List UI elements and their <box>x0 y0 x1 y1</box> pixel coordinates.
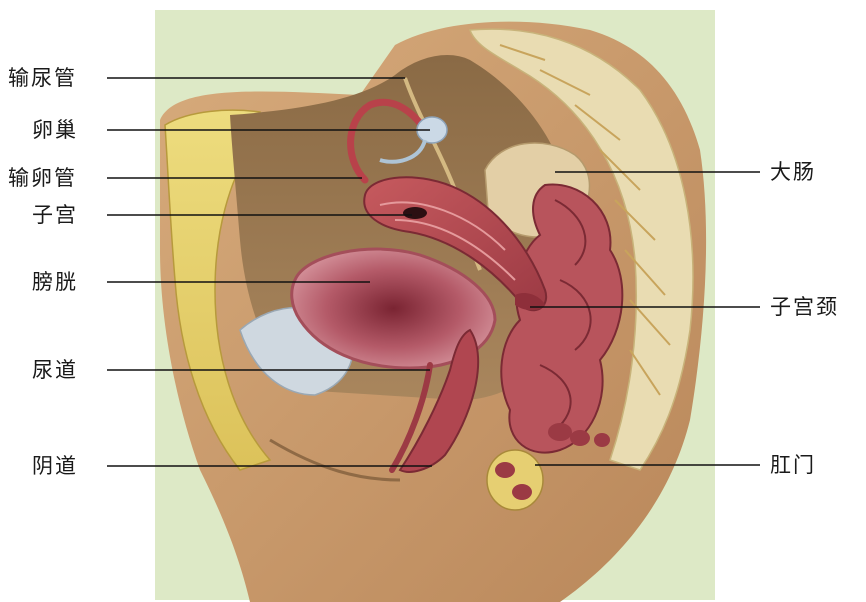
label-uterus: 子宫 <box>32 203 78 227</box>
label-vagina: 阴道 <box>32 454 78 478</box>
label-bladder: 膀胱 <box>32 270 78 294</box>
label-urethra: 尿道 <box>32 358 78 382</box>
label-fallopian-tube: 输卵管 <box>8 166 77 190</box>
label-cervix: 子宫颈 <box>770 295 839 319</box>
label-ureter: 输尿管 <box>8 66 77 90</box>
label-large-intestine: 大肠 <box>770 160 816 184</box>
anal-sphincter <box>487 450 543 510</box>
label-anus: 肛门 <box>770 453 816 477</box>
label-ovary: 卵巢 <box>32 118 78 142</box>
